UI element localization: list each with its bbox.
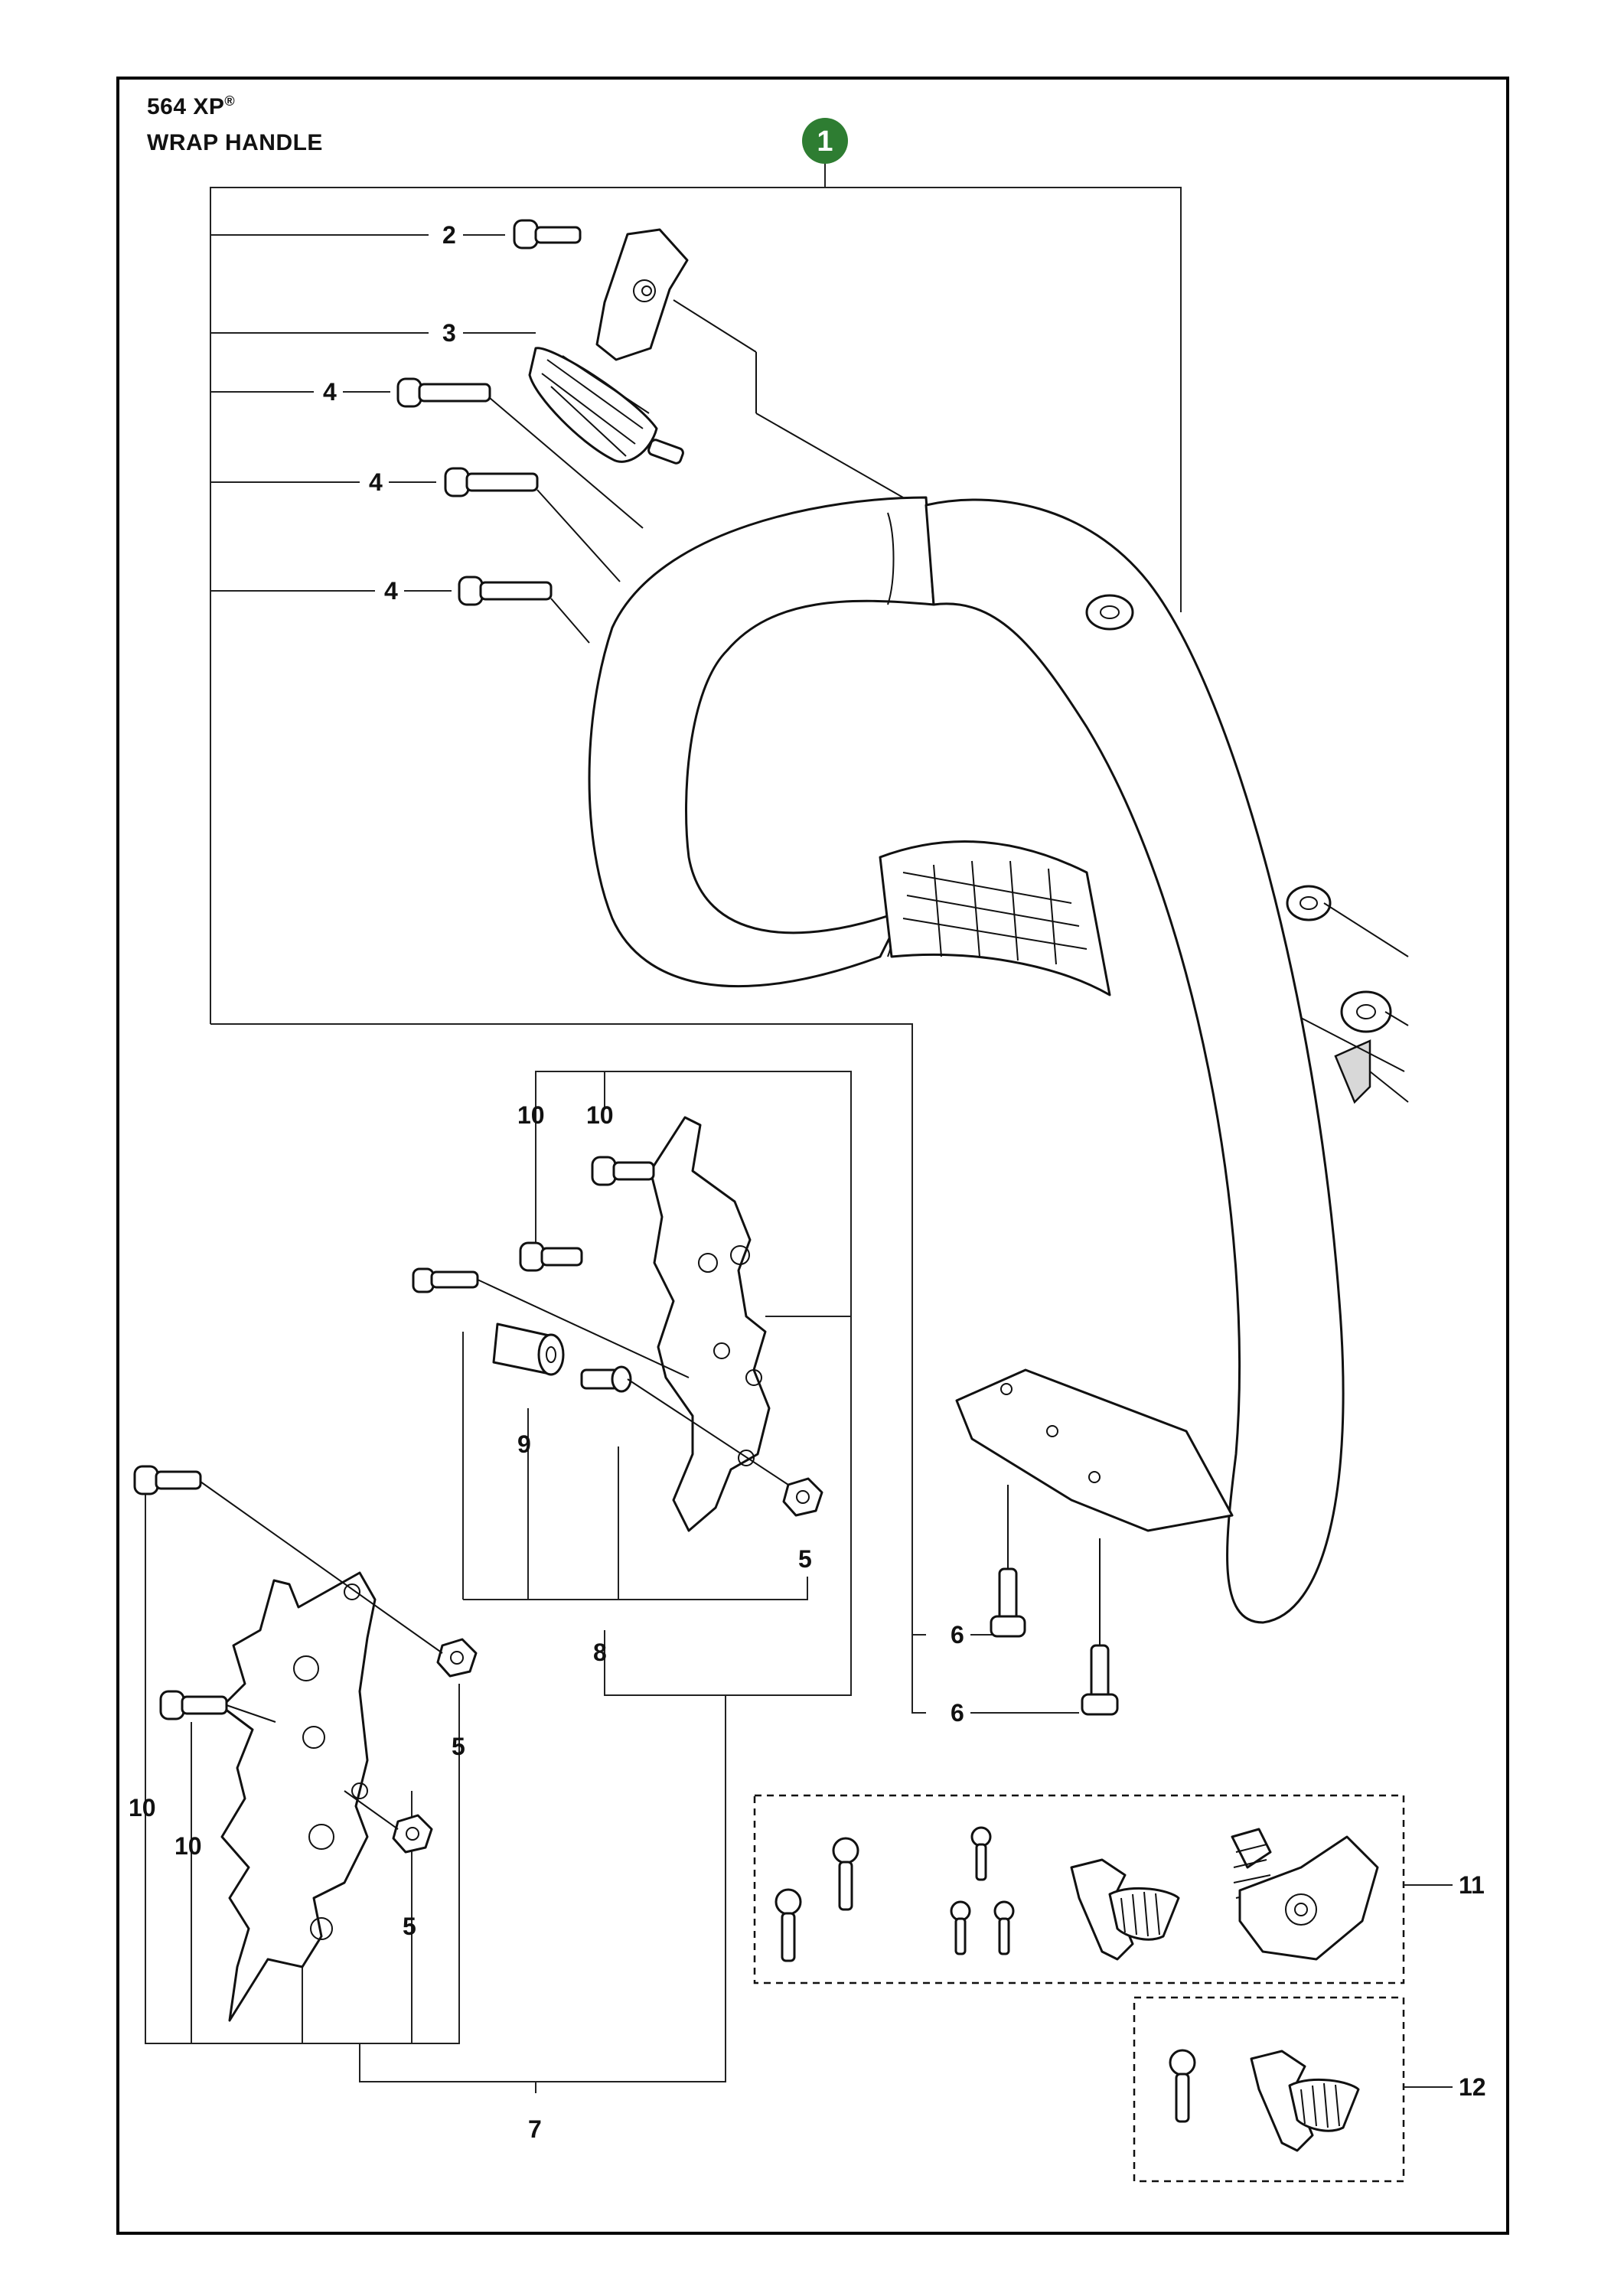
screw-10-lower-b[interactable] [159,1690,228,1720]
callout-6-b[interactable]: 6 [951,1699,964,1727]
callout-3[interactable]: 3 [442,319,456,347]
callout-9[interactable]: 9 [517,1430,531,1458]
callout-4-c[interactable]: 4 [384,577,398,605]
leader-line [673,299,757,353]
bolt-6-b[interactable] [1081,1538,1119,1716]
kit-11-screw-c[interactable] [970,1826,992,1881]
model-title: 564 XP® [147,93,236,119]
spike-plate-lower[interactable] [220,1571,377,2022]
spacer-9[interactable] [492,1322,565,1376]
leader-line [344,1790,399,1830]
kit-12-screw[interactable] [1169,2049,1196,2123]
kit-11-av-bracket[interactable] [1231,1828,1379,1961]
kit-12-box[interactable] [1133,1996,1405,2183]
callout-8[interactable]: 8 [593,1639,607,1666]
screw-10-c[interactable] [412,1267,479,1293]
screw-4-c[interactable] [458,576,553,606]
section-title: WRAP HANDLE [147,130,323,155]
screw-4-a[interactable] [396,377,491,408]
spike-plate-upper[interactable] [649,1116,771,1532]
bracket-group-7 [145,1485,726,2093]
bolt-6-a[interactable] [990,1485,1026,1638]
trademark-symbol: ® [224,93,236,109]
screw-10-a[interactable] [591,1156,655,1186]
callout-10-a[interactable]: 10 [517,1101,545,1129]
badge-number: 1 [817,126,833,158]
leader-line [489,397,644,529]
screw-10-b[interactable] [519,1241,583,1272]
nut-5-c[interactable] [392,1814,433,1854]
callout-2[interactable]: 2 [442,221,456,249]
kit-11-screw-d[interactable] [950,1900,971,1955]
callout-6-a[interactable]: 6 [951,1621,964,1649]
callout-10-b[interactable]: 10 [586,1101,614,1129]
bracket-group-8 [462,1071,852,1696]
callout-5-a[interactable]: 5 [798,1545,812,1573]
bracket-group-1 [210,187,1182,1714]
nut-5-b[interactable] [436,1638,478,1678]
screw-10-lower-a[interactable] [133,1465,202,1495]
callout-10-d[interactable]: 10 [174,1832,202,1860]
av-bracket-3[interactable] [528,228,689,465]
screw-4-b[interactable] [444,467,539,497]
sleeve-part[interactable] [580,1365,632,1393]
kit-11-screw-a[interactable] [774,1888,802,1962]
callout-4-b[interactable]: 4 [369,468,383,496]
leader-line [226,1704,276,1723]
wrap-handle[interactable] [588,496,1409,1624]
leader-line [477,1279,690,1378]
screw-2[interactable] [513,219,582,249]
leader-line [536,489,621,582]
assembly-badge[interactable]: 1 [802,118,848,164]
leader-line [200,1481,443,1654]
callout-12[interactable]: 12 [1459,2073,1486,2101]
badge-circle [802,118,848,164]
kit-11-screw-e[interactable] [993,1900,1015,1955]
leader-line [550,598,590,644]
callout-10-c[interactable]: 10 [129,1794,156,1821]
leader-line [627,1378,789,1486]
kit-11-box[interactable] [753,1794,1405,1985]
page-frame [116,77,1509,2235]
kit-12-av-element[interactable] [1250,2050,1360,2152]
callout-7[interactable]: 7 [528,2115,542,2143]
kit-11-av-element[interactable] [1070,1858,1180,1961]
kit-11-screw-b[interactable] [832,1837,859,1911]
leader-line [755,413,904,498]
nut-5-a[interactable] [782,1477,823,1517]
callout-4-a[interactable]: 4 [323,378,337,406]
callout-5-b[interactable]: 5 [452,1733,465,1760]
callout-5-c[interactable]: 5 [403,1913,416,1940]
callout-11[interactable]: 11 [1459,1871,1485,1899]
